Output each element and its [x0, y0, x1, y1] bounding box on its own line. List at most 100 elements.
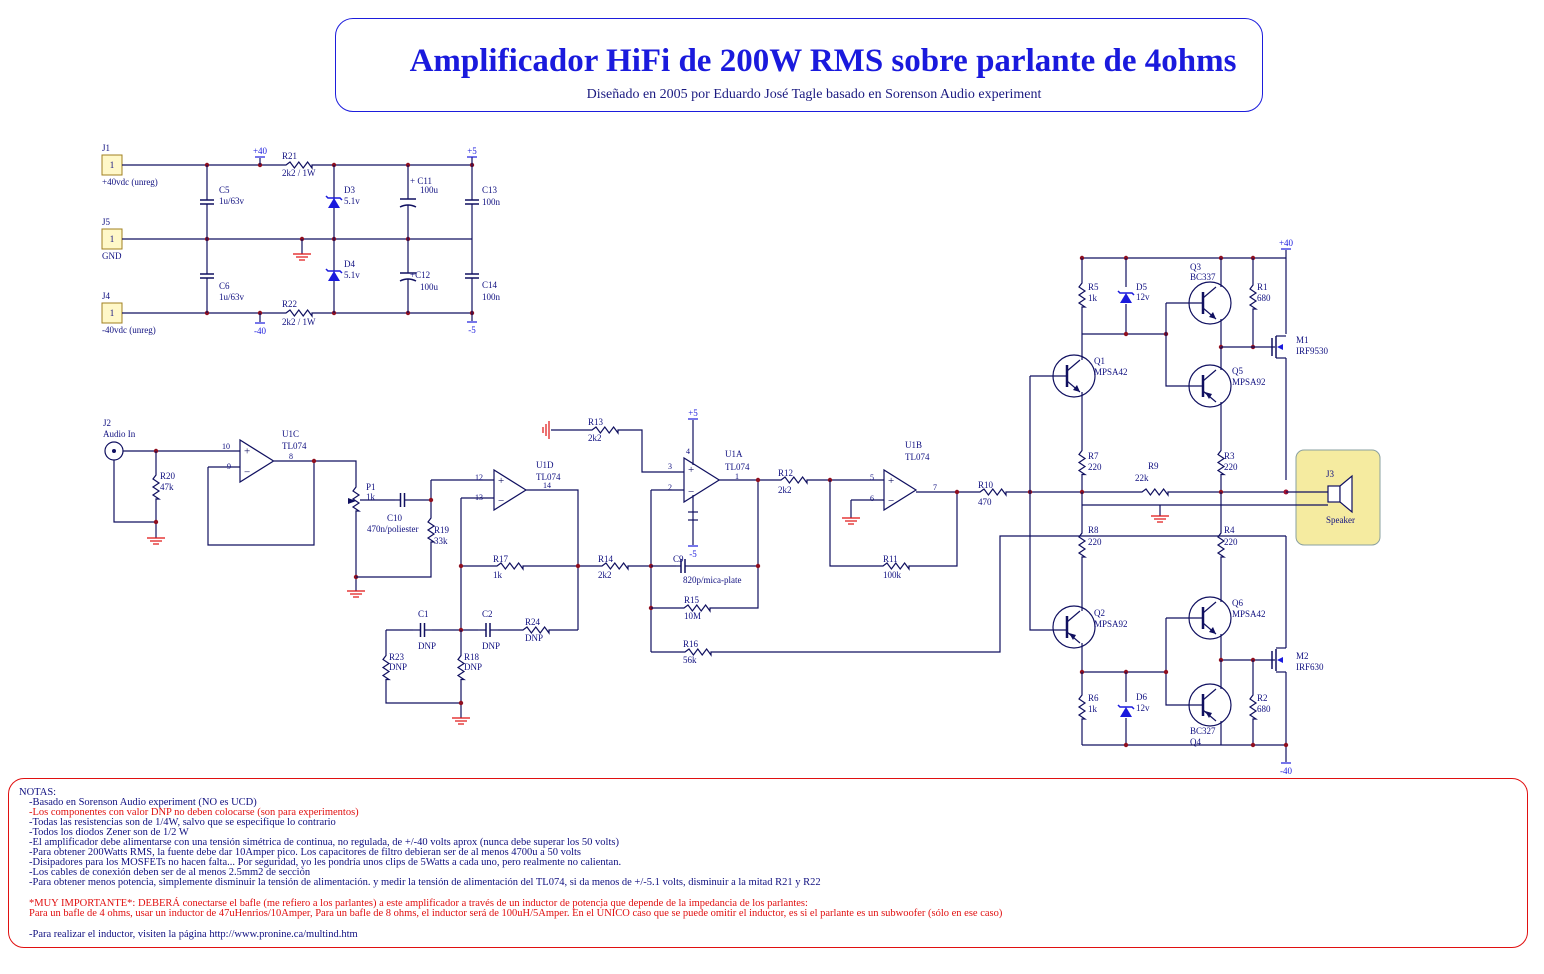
- transistor-arrow: [1073, 385, 1080, 392]
- label: MPSA92: [1232, 377, 1266, 387]
- label: 2: [668, 483, 672, 492]
- label: Audio In: [103, 429, 136, 439]
- label: R17: [493, 554, 509, 564]
- connector-ref: J1: [102, 143, 110, 153]
- label: D4: [344, 259, 355, 269]
- label: DNP: [389, 662, 407, 672]
- label: R16: [683, 639, 699, 649]
- transistor-arrow: [1069, 633, 1076, 640]
- connector-label: +40vdc (unreg): [102, 177, 158, 187]
- wire: [620, 429, 684, 473]
- label: U1A: [725, 449, 743, 459]
- junction-dot: [1163, 669, 1169, 675]
- label: 1: [735, 472, 739, 481]
- label: R4: [1224, 525, 1235, 535]
- label: TL074: [725, 462, 750, 472]
- label: 100u: [420, 185, 439, 195]
- label: R9: [1148, 461, 1159, 471]
- junction-dot: [954, 489, 960, 495]
- label: DNP: [418, 641, 436, 651]
- transistor-arrow: [1205, 392, 1212, 399]
- resistor: [590, 425, 620, 435]
- resistor: [1077, 278, 1087, 312]
- label: Q5: [1232, 366, 1243, 376]
- label: 1k: [366, 492, 376, 502]
- junction-dot: [428, 497, 434, 503]
- label: TL074: [905, 452, 930, 462]
- label: 220: [1224, 462, 1238, 472]
- op-amp: [493, 468, 528, 512]
- label: U1C: [282, 429, 299, 439]
- label: DNP: [525, 633, 543, 643]
- junction-dot: [1250, 742, 1256, 748]
- resistor: [1077, 690, 1087, 724]
- junction-dot: [1283, 742, 1289, 748]
- junction-dot: [1123, 331, 1129, 337]
- label: 470n/poliester: [367, 524, 419, 534]
- notes-box: NOTAS: -Basado en Sorenson Audio experim…: [8, 778, 1528, 948]
- junction-dot: [755, 477, 761, 483]
- resistor: [1216, 445, 1226, 480]
- note-line: -Todos los diodos Zener son de 1/2 W: [29, 827, 189, 838]
- mosfet-arrow: [1277, 657, 1283, 663]
- label: 1k: [1088, 704, 1098, 714]
- label: R21: [282, 151, 297, 161]
- op-amp-plus: +: [244, 446, 250, 458]
- audio-input-jack: [112, 449, 116, 453]
- label: R23: [389, 652, 405, 662]
- note-line: -Disipadores para los MOSFETs no hacen f…: [29, 857, 622, 868]
- zener-diode: [325, 268, 343, 274]
- label: C10: [387, 513, 403, 523]
- zener-diode: [1117, 704, 1135, 710]
- label: 2k2 / 1W: [282, 317, 316, 327]
- label: R11: [883, 554, 898, 564]
- label: DNP: [482, 641, 500, 651]
- resistor: [680, 603, 714, 613]
- resistor: [351, 478, 361, 520]
- label: R3: [1224, 451, 1235, 461]
- wire: [526, 489, 579, 630]
- note-important-detail: Para un bafle de 4 ohms, usar un inducto…: [29, 908, 1003, 919]
- rail-label: -40: [254, 326, 266, 336]
- label: R1: [1257, 282, 1268, 292]
- label: 2k2: [598, 570, 612, 580]
- label: 4: [686, 447, 690, 456]
- label: 7: [933, 483, 937, 492]
- wire: [356, 545, 432, 578]
- wire: [829, 480, 880, 567]
- label: 220: [1088, 462, 1102, 472]
- label: 3: [668, 462, 672, 471]
- label: R8: [1088, 525, 1099, 535]
- resistor: [1248, 690, 1258, 724]
- junction-dot: [458, 563, 464, 569]
- schematic-title: Amplificador HiFi de 200W RMS sobre parl…: [409, 43, 1237, 79]
- note-line: -Para obtener menos potencia, simplement…: [29, 877, 821, 888]
- label: R22: [282, 299, 297, 309]
- note-important: *MUY IMPORTANTE*: DEBERÁ conectarse el b…: [29, 898, 808, 909]
- speaker-icon: [1339, 474, 1353, 514]
- resistor: [520, 625, 552, 635]
- label: M2: [1296, 651, 1309, 661]
- resistor: [151, 472, 161, 502]
- label: R18: [464, 652, 480, 662]
- wire: [385, 685, 461, 704]
- wire: [1165, 618, 1203, 706]
- resistor: [777, 475, 811, 485]
- label: 100n: [482, 197, 501, 207]
- label: R19: [434, 525, 450, 535]
- zener-diode: [328, 198, 340, 208]
- label: 8: [289, 452, 293, 461]
- wire: [207, 461, 315, 546]
- connector-pin: 1: [110, 308, 115, 318]
- label: R6: [1088, 693, 1099, 703]
- label: R24: [525, 617, 541, 627]
- label: 33k: [434, 536, 448, 546]
- rail-label: +5: [688, 408, 698, 418]
- label: 12v: [1136, 703, 1150, 713]
- transistor: [1066, 359, 1081, 372]
- label: TL074: [282, 441, 307, 451]
- label: 10: [222, 442, 230, 451]
- label: U1D: [536, 460, 554, 470]
- label: 1k: [493, 570, 503, 580]
- label: J3: [1326, 469, 1335, 479]
